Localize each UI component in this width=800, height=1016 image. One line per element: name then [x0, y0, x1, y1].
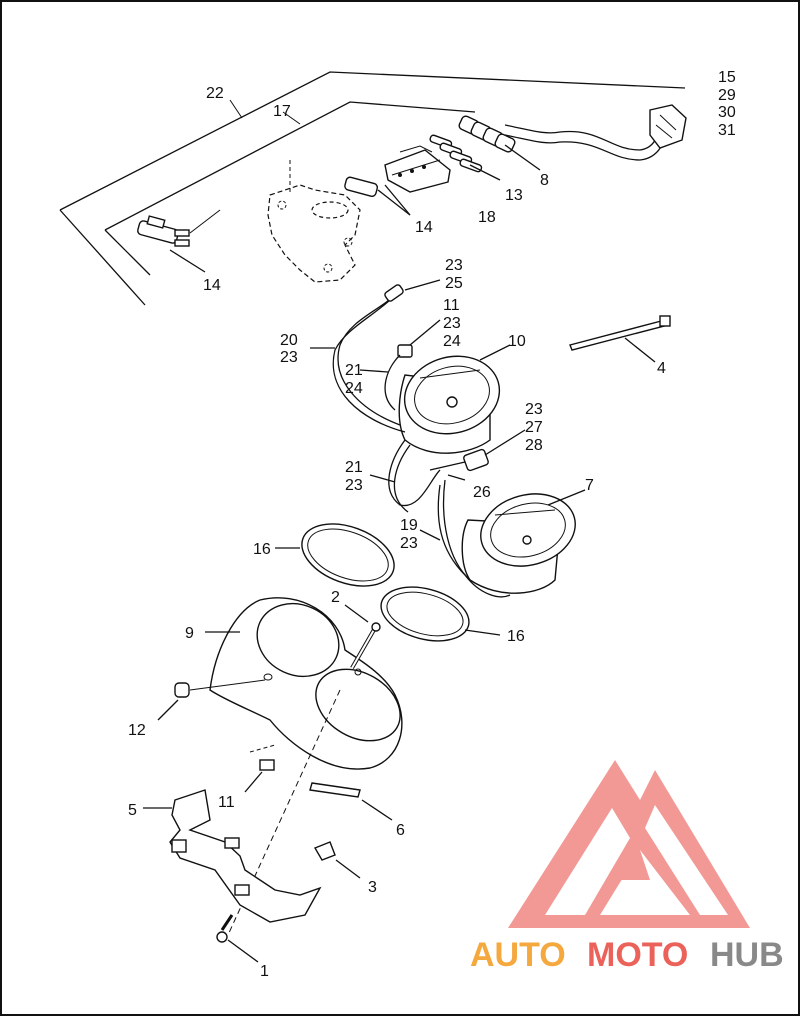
watermark-auto: AUTO — [470, 936, 566, 974]
housing-9 — [205, 597, 403, 770]
callout-17: 17 — [273, 103, 291, 120]
callout-8: 8 — [540, 172, 549, 189]
callout-18: 18 — [478, 209, 496, 226]
connector-18 — [384, 145, 451, 193]
callout-26: 26 — [473, 484, 491, 501]
clip-14-right — [344, 176, 379, 197]
watermark-hub: HUB — [710, 936, 784, 974]
callout-23-mid: 23 — [443, 315, 461, 332]
callout-29: 29 — [718, 87, 736, 104]
callout-14-left: 14 — [203, 277, 221, 294]
callout-13: 13 — [505, 187, 523, 204]
callout-16-left: 16 — [253, 541, 271, 558]
callout-3: 3 — [368, 879, 377, 896]
callout-24-mid: 24 — [443, 333, 461, 350]
callout-14-right: 14 — [415, 219, 433, 236]
callout-21-upper-24: 24 — [345, 380, 363, 397]
callout-23-top: 23 — [445, 257, 463, 274]
callout-1: 1 — [260, 963, 269, 980]
rings-16 — [275, 523, 501, 642]
watermark-logo — [508, 760, 750, 928]
callout-25: 25 — [445, 275, 463, 292]
watermark-moto: MOTO — [587, 936, 688, 974]
terminals-13 — [429, 134, 501, 181]
gauge-wiring — [332, 284, 511, 598]
callout-5: 5 — [128, 802, 137, 819]
grommet-12 — [157, 679, 266, 721]
callout-2: 2 — [331, 589, 340, 606]
leader-14-right — [377, 184, 411, 216]
callout-9: 9 — [185, 625, 194, 642]
callout-10: 10 — [508, 333, 526, 350]
callout-21-lower-23: 23 — [345, 477, 363, 494]
callout-labels: 22 17 15 29 30 31 8 13 18 14 14 23 25 11… — [128, 69, 736, 980]
clip-14-left — [137, 209, 221, 273]
strip-6 — [309, 782, 393, 821]
gauge-7 — [461, 489, 586, 594]
callout-21-upper: 21 — [345, 362, 363, 379]
callout-22: 22 — [206, 85, 224, 102]
gauge-10 — [398, 344, 511, 454]
callout-4: 4 — [657, 360, 666, 377]
harness-8 — [458, 104, 687, 171]
callout-7: 7 — [585, 477, 594, 494]
callout-19: 19 — [400, 517, 418, 534]
bracket-plate — [267, 160, 361, 283]
leaders — [310, 279, 526, 541]
callout-11-lower: 11 — [218, 794, 235, 811]
callout-28: 28 — [525, 437, 543, 454]
callout-11-top: 11 — [443, 297, 460, 314]
bolt-1 — [216, 914, 259, 963]
callout-20: 20 — [280, 332, 298, 349]
mount-bracket-5 — [143, 789, 322, 923]
boundary-lines — [59, 71, 686, 306]
callout-31: 31 — [718, 122, 736, 139]
callout-6: 6 — [396, 822, 405, 839]
callout-21-lower: 21 — [345, 459, 363, 476]
callout-30: 30 — [718, 104, 736, 121]
nut-3 — [313, 841, 361, 879]
callout-23-right: 23 — [525, 401, 543, 418]
watermark-text: AUTO MOTO HUB — [470, 936, 784, 974]
callout-12: 12 — [128, 722, 146, 739]
callout-27: 27 — [525, 419, 543, 436]
callout-19-23: 23 — [400, 535, 418, 552]
callout-15: 15 — [718, 69, 736, 86]
callout-16-right: 16 — [507, 628, 525, 645]
cable-strap-4 — [569, 315, 671, 363]
callout-20-23: 23 — [280, 349, 298, 366]
screw-2 — [344, 604, 381, 669]
